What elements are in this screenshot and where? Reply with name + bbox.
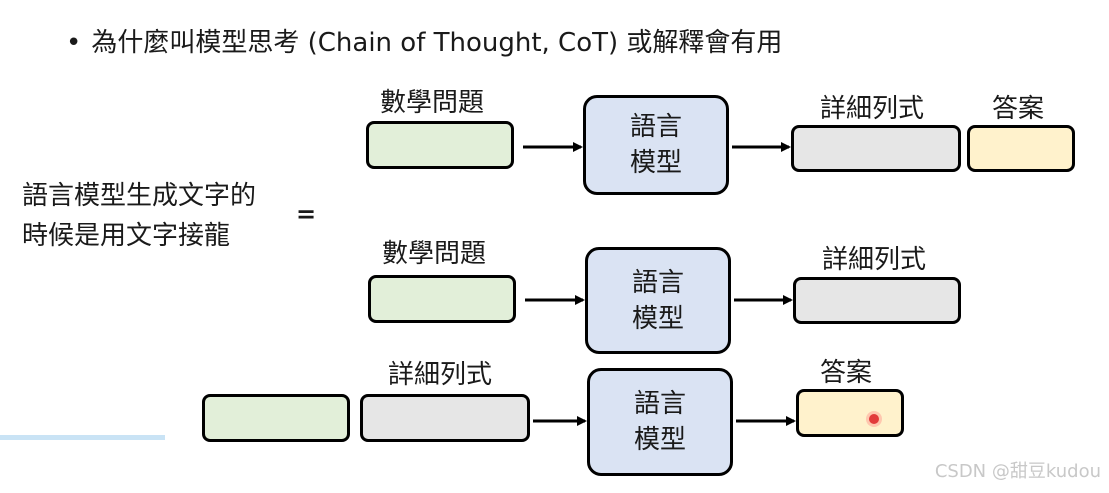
row2-input-label: 數學問題 — [382, 239, 487, 269]
row3-input-box — [202, 394, 350, 442]
row1-output-label: 詳細列式 — [820, 94, 925, 124]
side-caption-line-2: 時候是用文字接龍 — [22, 221, 231, 251]
row1-model-line-2: 模型 — [629, 148, 682, 178]
highlight-line — [0, 435, 165, 440]
laser-pointer-dot — [869, 414, 879, 424]
row1-model-line-1: 語言 — [629, 112, 682, 142]
row3-model-line-2: 模型 — [633, 425, 686, 455]
row3-reasoning-input-box — [360, 394, 530, 442]
row1-input-box — [366, 121, 514, 169]
row3-language-model: 語言模型 — [587, 368, 733, 476]
row3-model-line-1: 語言 — [633, 389, 686, 419]
row3-answer-box — [796, 389, 904, 437]
row1-reasoning-box — [791, 125, 961, 172]
row2-output-label: 詳細列式 — [822, 245, 927, 275]
row2-model-line-2: 模型 — [631, 303, 684, 334]
row1-answer-box — [967, 125, 1075, 172]
row3-output-label: 答案 — [820, 358, 873, 388]
slide-title-text: 為什麼叫模型思考 (Chain of Thought, CoT) 或解釋會有用 — [91, 28, 783, 58]
row2-reasoning-box — [793, 277, 961, 324]
row2-language-model: 語言模型 — [585, 247, 731, 354]
row1-input-label: 數學問題 — [380, 88, 485, 118]
watermark: CSDN @甜豆kudou — [934, 461, 1101, 482]
row1-answer-label: 答案 — [992, 94, 1045, 124]
row1-language-model: 語言模型 — [583, 95, 729, 195]
side-caption-line-1: 語言模型生成文字的 — [22, 181, 257, 211]
row2-input-box — [368, 275, 516, 323]
slide-title: • 為什麼叫模型思考 (Chain of Thought, CoT) 或解釋會有用 — [66, 22, 782, 59]
row3-input-label: 詳細列式 — [388, 360, 493, 390]
bullet-icon: • — [66, 28, 82, 58]
row2-model-line-1: 語言 — [631, 267, 684, 298]
equals-sign: = — [296, 200, 317, 228]
side-caption: 語言模型生成文字的 時候是用文字接龍 — [22, 176, 256, 256]
